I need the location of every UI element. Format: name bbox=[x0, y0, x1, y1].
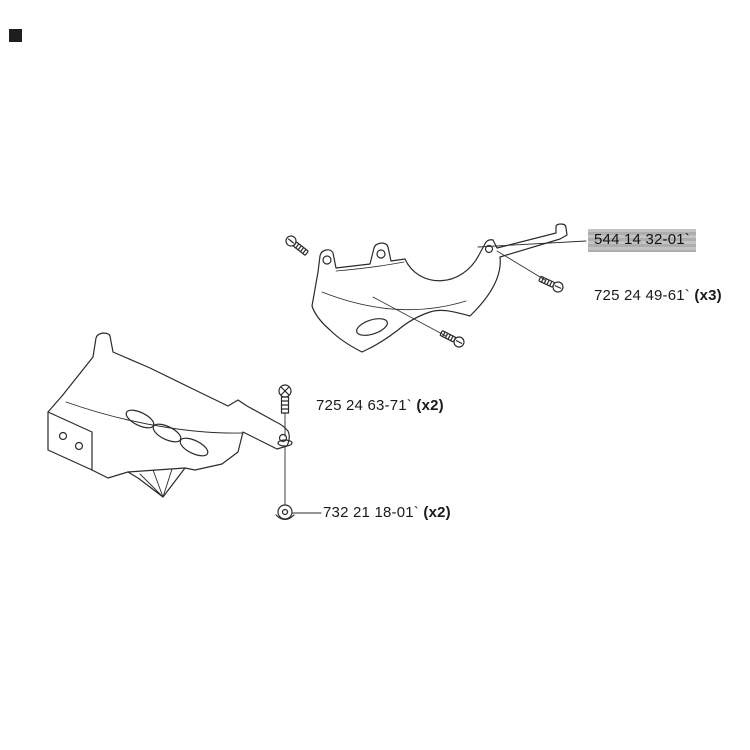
nut-qty: (x2) bbox=[423, 504, 451, 521]
screw-shaft bbox=[439, 330, 456, 343]
lower-plate-outline bbox=[47, 332, 290, 498]
nut-part-number: 732 21 18-01` bbox=[323, 504, 420, 521]
callout-leader-line bbox=[477, 240, 587, 248]
lower-plate-slot-2 bbox=[152, 423, 182, 443]
flange-hatch-2 bbox=[152, 469, 164, 498]
thread bbox=[450, 335, 454, 342]
screw-axis-lower bbox=[372, 296, 447, 337]
label-top-screws: 725 24 49-61` (x3) bbox=[594, 286, 722, 306]
top-screws-qty: (x3) bbox=[694, 287, 722, 304]
thread bbox=[447, 334, 451, 340]
screw-slot bbox=[288, 238, 294, 244]
upper-plate-edge-line bbox=[335, 261, 405, 272]
nut-outer bbox=[277, 504, 293, 520]
nut-center bbox=[281, 508, 289, 516]
thread bbox=[297, 245, 302, 251]
upper-plate-ear-hole-right bbox=[376, 249, 386, 259]
screw-slot bbox=[554, 285, 562, 289]
mid-screw-cross-2 bbox=[280, 386, 290, 396]
upper-plate-outline bbox=[311, 223, 568, 353]
lower-plate-tab-hole bbox=[278, 433, 288, 443]
thread bbox=[299, 246, 305, 253]
thread bbox=[442, 331, 446, 338]
callout-highlighted-part-number: 544 14 32-01` bbox=[588, 229, 697, 252]
lock-nut bbox=[275, 504, 295, 521]
thread bbox=[546, 279, 550, 286]
screw-axis-right bbox=[496, 250, 546, 281]
nut-skirt bbox=[275, 514, 295, 521]
lower-plate-slot-1 bbox=[125, 409, 155, 429]
upper-plate-ear-hole-left bbox=[322, 255, 332, 265]
mid-screw-part-number: 725 24 63-71` bbox=[316, 397, 413, 414]
screw-right bbox=[538, 275, 564, 293]
bracket-hole-1 bbox=[58, 431, 68, 441]
thread bbox=[540, 276, 545, 283]
thread bbox=[549, 280, 553, 287]
corner-marker-square bbox=[9, 29, 22, 42]
flange-hatch-1 bbox=[139, 473, 164, 498]
lower-plate-slot-3 bbox=[179, 437, 209, 457]
upper-plate-arm-hole bbox=[484, 244, 494, 254]
upper-plate-slot bbox=[356, 318, 388, 336]
screw-shaft bbox=[293, 241, 309, 256]
mid-screw bbox=[278, 384, 292, 414]
label-nut: 732 21 18-01` (x2) bbox=[323, 503, 451, 523]
upper-plate-assembly bbox=[285, 223, 587, 353]
callout-part-number-text: 544 14 32-01` bbox=[594, 231, 691, 248]
screw-slot bbox=[455, 340, 463, 344]
mid-screw-qty: (x2) bbox=[416, 397, 444, 414]
thread bbox=[444, 332, 449, 339]
flange-hatch-3 bbox=[162, 468, 173, 498]
lower-plate-bend-line bbox=[65, 401, 244, 434]
bracket-hole-2 bbox=[74, 441, 84, 451]
label-mid-screw: 725 24 63-71` (x2) bbox=[316, 396, 444, 416]
thread bbox=[543, 278, 548, 285]
upper-plate-bend-line bbox=[321, 291, 467, 311]
lower-plate-flange-chord bbox=[127, 467, 186, 473]
screw-shaft bbox=[538, 275, 555, 288]
screw-top-left bbox=[285, 235, 309, 256]
lower-plate-bracket bbox=[47, 411, 93, 471]
thread bbox=[295, 243, 300, 249]
screw-lower bbox=[439, 330, 465, 348]
top-screws-part-number: 725 24 49-61` bbox=[594, 287, 691, 304]
thread bbox=[302, 248, 307, 255]
lower-plate-assembly bbox=[47, 332, 322, 521]
